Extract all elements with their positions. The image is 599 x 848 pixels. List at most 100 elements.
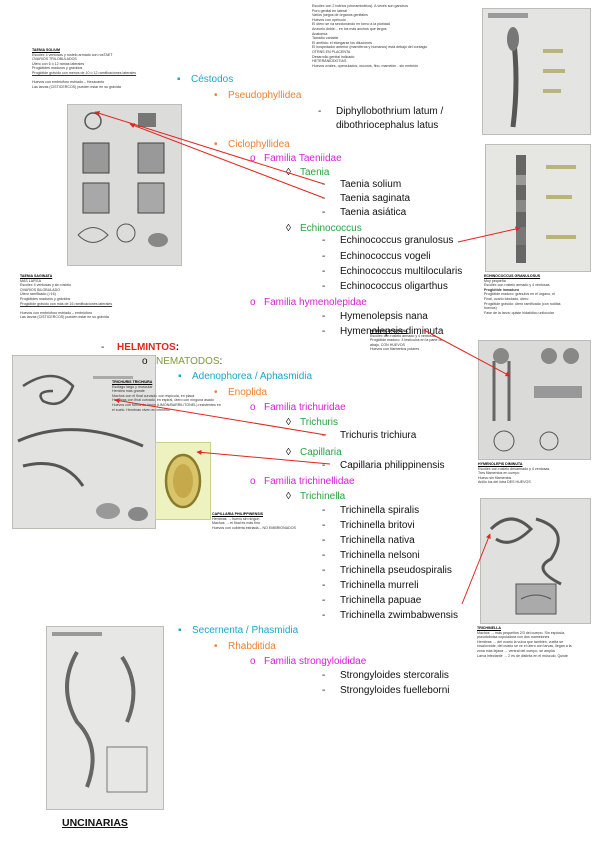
dash: - xyxy=(322,251,326,262)
dash: - xyxy=(322,326,326,337)
note-line: Poro genital en lateral xyxy=(312,8,347,13)
species-item: -Capillaria philippinensis xyxy=(322,459,445,474)
note-pseudophyllidea: Escólex con 2 botrios (chorambotrios). A… xyxy=(312,4,427,68)
species-item: -Strongyloides fuelleborni xyxy=(322,684,450,699)
uncinarias-heading: UNCINARIAS xyxy=(62,817,128,829)
note-line: Larva infectante → 2 es de distinta en e… xyxy=(477,653,568,658)
label: Taenia saginata xyxy=(340,193,411,204)
bullet-dot: • xyxy=(214,90,218,101)
note-line: OVARIOS BILOBULADO xyxy=(20,287,61,292)
bullet-diamond: ◊ xyxy=(286,491,291,502)
species-item: -Trichinella spiralis xyxy=(322,504,419,519)
label: dibothriocephalus latus xyxy=(336,120,439,131)
species-item: -Echinococcus oligarthus xyxy=(322,280,448,295)
heading-helmintos: -HELMINTOS: xyxy=(101,341,179,354)
note-line: huevos) xyxy=(484,306,497,311)
note-line: Escólex con 2 botrios (chorambotrios). A… xyxy=(312,4,409,8)
note-line: abajo, CON HUEVOS xyxy=(370,342,405,347)
dash: - xyxy=(322,235,326,246)
note-line: Escólex con rostelo armado y 4 ventosas xyxy=(370,333,436,338)
species-item: -Strongyloides stercoralis xyxy=(322,669,449,684)
diphyllobothrium-photo xyxy=(482,8,591,135)
label: Trichinella papuae xyxy=(340,595,422,606)
species-item: -Trichinella zwimbabwensis xyxy=(322,609,458,624)
dash: - xyxy=(322,207,326,218)
label: Capillaria philippinensis xyxy=(340,460,445,471)
note-line: Anzuelo doble... en los más anchos que l… xyxy=(312,26,387,31)
note-line: Desarrollo genital indicado xyxy=(312,54,355,59)
note-line: Huevos con opérculo xyxy=(312,17,346,22)
note-line: Fase de la larva: quiste hidatídico unil… xyxy=(484,310,554,315)
note-line: zona más lejana → ventral del cuerpo, se… xyxy=(477,648,555,653)
bullet-square: ▪ xyxy=(178,371,182,382)
note-line: El útero se va seccionando en torno a la… xyxy=(312,22,390,27)
species-item: -Trichinella murreli xyxy=(322,579,419,594)
bullet-dot: • xyxy=(214,387,218,398)
note-line: MÁS LARGA xyxy=(20,278,41,283)
note-line: Machos → más pequeños 2/3 del cuerpo. Si… xyxy=(477,630,566,635)
note-title: CAPILLARIA PHILIPPINENSIS xyxy=(212,512,263,516)
note-line: Hembra más grande xyxy=(112,389,145,394)
label: Trichinella nelsoni xyxy=(340,550,420,561)
diphyllobothrium-item-2: dibothriocephalus latus xyxy=(336,119,438,134)
species-item: -Trichinella britovi xyxy=(322,519,415,534)
species-item: - Echinococcus vogeli xyxy=(322,250,431,265)
note-line: Anatomía xyxy=(312,31,328,36)
note-line: Hembras → huevo sin ningún xyxy=(212,516,260,521)
label: Trichinella zwimbabwensis xyxy=(340,610,459,621)
label: Echinococcus oligarthus xyxy=(340,281,448,292)
dash: - xyxy=(322,430,326,441)
outline-secernenta: ▪Secernenta / Phasmidia xyxy=(178,624,298,637)
label: Trichinella murreli xyxy=(340,580,419,591)
species-item: -Taenia solium xyxy=(322,178,401,193)
hymenolepis-photo xyxy=(478,340,591,460)
taenia-plate-photo xyxy=(67,104,182,266)
label: Diphyllobothrium latum / xyxy=(336,106,444,117)
note-line: Varios juegos de órganos genitales xyxy=(312,13,368,18)
label: Familia Taeniidae xyxy=(264,153,342,164)
note-line: Huevos con forma de limón (LIMÓN/BARRIL/… xyxy=(112,402,221,407)
outline-trichinella: ◊Trichinella xyxy=(286,490,345,503)
colon: : xyxy=(219,356,223,367)
label: Familia strongyloididae xyxy=(264,656,367,667)
note-line: Proglótide inmaduro xyxy=(484,287,520,292)
note-line: Huevos con embrióforo estriado – Hexacan… xyxy=(32,80,105,85)
label: Echinococcus vogeli xyxy=(340,251,431,262)
dash: - xyxy=(322,179,326,190)
label: Echinococcus xyxy=(300,223,362,234)
note-line: Muy pequeña xyxy=(484,278,506,283)
echinococcus-photo xyxy=(485,144,591,272)
trichuris-photo xyxy=(12,355,156,529)
note-echinococcus: ECHINOCOCCUS GRANULOSUS Muy pequeña Escó… xyxy=(484,274,561,315)
dash: - xyxy=(322,685,326,696)
outline-trichuris: ◊Trichuris xyxy=(286,416,338,429)
note-taenia-solium: TAENIA SOLIUM Escólex 4 ventosas y roste… xyxy=(32,48,136,89)
note-line: Las larvas (CISTICERCOS) pueden estar en… xyxy=(32,84,121,89)
note-line: Proglótide maduro: gránulos en el órgano… xyxy=(484,292,555,297)
outline-rhabditida: •Rhabditida xyxy=(214,640,276,653)
label: Capillaria xyxy=(300,447,342,458)
label: Pseudophyllidea xyxy=(228,90,302,101)
label: Adenophorea / Aphasmidia xyxy=(192,371,313,382)
label: Trichinella nativa xyxy=(340,535,415,546)
dash: - xyxy=(322,311,326,322)
bullet-square: ▪ xyxy=(178,625,182,636)
note-line: Hembras → del ovario la vulva que tambié… xyxy=(477,639,564,644)
note-line: Tres filamentos en cuerpo xyxy=(478,471,520,476)
label: NEMATODOS xyxy=(156,356,220,367)
note-line: El hospedador anterior (mamíferos y huma… xyxy=(312,45,428,50)
note-line: Proglótide grávido con más de 16 ramific… xyxy=(20,301,113,306)
outline-capillaria: ◊Capillaria xyxy=(286,446,342,459)
bullet-circle: o xyxy=(142,356,148,367)
outline-echinococcus: ◊Echinococcus xyxy=(286,222,362,235)
note-title: TAENIA SAGINATA xyxy=(20,274,53,278)
label: Trichuris trichiura xyxy=(340,430,417,441)
dash: - xyxy=(318,106,322,117)
outline-cestodos: ▪Céstodos xyxy=(177,73,233,86)
note-line: Esófago largo y muscular xyxy=(112,384,153,389)
dash: - xyxy=(322,535,326,546)
dash: - xyxy=(322,565,326,576)
